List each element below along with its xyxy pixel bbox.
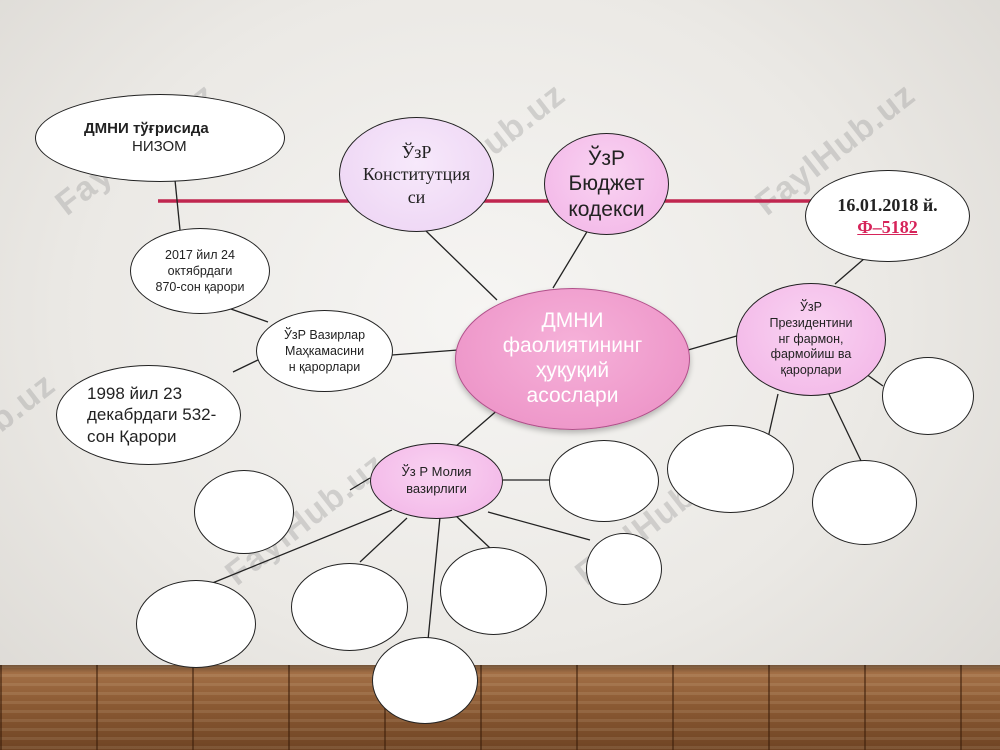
constitution-line: Конститутция	[362, 164, 471, 185]
empty-bubble	[291, 563, 408, 651]
empty-bubble	[549, 440, 659, 522]
connector	[454, 514, 491, 549]
connector	[391, 349, 459, 356]
decree-bubble: 16.01.2018 й. Ф–5182	[805, 170, 970, 262]
center-bubble: ДМНИ фаолиятининг ҳуқуқий асослари	[455, 288, 690, 430]
finance-ministry-line: Ўз Р Молия	[401, 464, 472, 480]
resolution-532-line: декабрдаги 532-	[87, 405, 217, 425]
empty-bubble	[586, 533, 662, 605]
cabinet-bubble: ЎзР Вазирлар Маҳкамасини н қарорлари	[256, 310, 393, 392]
president-line: ЎзР	[799, 300, 822, 315]
finance-ministry-bubble: Ўз Р Молия вазирлиги	[370, 443, 503, 519]
budget-code-line: ЎзР	[588, 147, 625, 171]
president-line: қарорлари	[780, 362, 842, 377]
empty-bubble	[812, 460, 917, 545]
connector	[424, 229, 498, 301]
cabinet-line: н қарорлари	[288, 360, 361, 375]
resolution-870-line: 2017 йил 24	[165, 247, 235, 262]
connector	[349, 477, 371, 491]
wooden-floor	[0, 665, 1000, 750]
cabinet-line: Маҳкамасини	[284, 343, 365, 358]
president-line: фармойиш ва	[770, 347, 852, 362]
resolution-532-line: сон Қарори	[87, 426, 177, 446]
center-line: фаолиятининг	[502, 334, 643, 358]
connector	[865, 373, 884, 387]
constitution-line: си	[407, 186, 426, 207]
empty-bubble	[372, 637, 478, 724]
connector	[427, 516, 441, 641]
connector	[552, 229, 589, 289]
decree-date: 16.01.2018 й.	[837, 194, 938, 215]
connector	[487, 511, 591, 541]
empty-bubble	[882, 357, 974, 435]
connector	[454, 407, 501, 448]
decree-number-link[interactable]: Ф–5182	[857, 217, 918, 237]
nizom-bubble: ДМНИ тўғрисида НИЗОМ	[35, 94, 285, 182]
constitution-line: ЎзР	[401, 141, 432, 162]
budget-code-bubble: ЎзР Бюджет кодекси	[544, 133, 669, 235]
empty-bubble	[440, 547, 547, 635]
connector	[227, 307, 269, 323]
budget-code-line: Бюджет	[568, 172, 645, 196]
center-line: ҳуқуқий	[535, 359, 610, 382]
nizom-subtitle: НИЗОМ	[132, 138, 187, 155]
connector	[359, 517, 408, 563]
nizom-title: ДМНИ тўғрисида	[84, 120, 209, 137]
president-bubble: ЎзР Президентини нг фармон, фармойиш ва …	[736, 283, 886, 396]
resolution-870-bubble: 2017 йил 24 октябрдаги 870-сон қарори	[130, 228, 270, 314]
resolution-870-line: октябрдаги	[167, 263, 233, 278]
cabinet-line: ЎзР Вазирлар	[283, 327, 366, 342]
resolution-532-bubble: 1998 йил 23 декабрдаги 532- сон Қарори	[56, 365, 241, 465]
president-line: Президентини	[769, 316, 853, 331]
connector	[687, 334, 741, 351]
center-line: ДМНИ	[541, 309, 604, 333]
constitution-bubble: ЎзР Конститутция си	[339, 117, 494, 232]
center-line: асослари	[526, 383, 619, 407]
empty-bubble	[194, 470, 294, 554]
finance-ministry-line: вазирлиги	[406, 481, 467, 496]
connector	[204, 509, 393, 587]
president-line: нг фармон,	[778, 331, 844, 346]
resolution-532-line: 1998 йил 23	[87, 384, 183, 404]
budget-code-line: кодекси	[568, 197, 645, 221]
connector	[834, 257, 866, 285]
resolution-870-line: 870-сон қарори	[155, 280, 245, 295]
connector	[767, 393, 779, 439]
empty-bubble	[136, 580, 256, 668]
connector	[174, 179, 181, 231]
connector	[827, 391, 864, 466]
empty-bubble	[667, 425, 794, 513]
